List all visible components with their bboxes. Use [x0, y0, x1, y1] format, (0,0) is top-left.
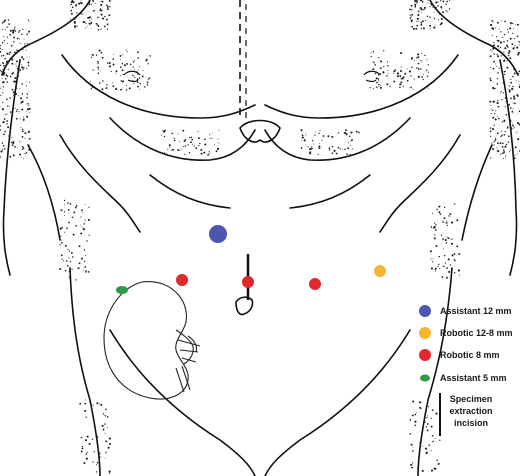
port-assistant-12mm [209, 225, 227, 243]
legend-swatch-robotic-12-8 [419, 327, 431, 339]
renal-vessels [175, 339, 201, 393]
legend-label-specimen-2: extraction [449, 406, 492, 416]
legend-label-robotic-8: Robotic 8 mm [440, 350, 500, 360]
legend-label-robotic-12-8: Robotic 12-8 mm [440, 328, 513, 338]
kidney-illustration [103, 281, 201, 400]
legend-label-specimen-3: incision [454, 418, 488, 428]
legend-swatch-assistant-5 [420, 374, 430, 382]
port-robotic-8mm-right [309, 278, 321, 290]
legend-label-assistant-5: Assistant 5 mm [440, 373, 507, 383]
legend-label-assistant-12: Assistant 12 mm [440, 306, 512, 316]
port-robotic-8mm-center [242, 276, 254, 288]
legend-swatch-assistant-12 [419, 305, 431, 317]
legend-label-specimen-1: Specimen [450, 394, 493, 404]
port-assistant-5mm [116, 286, 128, 294]
nipples [123, 70, 381, 83]
port-robotic-8mm-left [176, 274, 188, 286]
legend: Assistant 12 mm Robotic 12-8 mm Robotic … [419, 305, 513, 436]
port-robotic-12-8mm [374, 265, 386, 277]
sternum-line [239, 0, 247, 118]
kidney-outline [103, 281, 189, 400]
legend-swatch-robotic-8 [419, 349, 431, 361]
